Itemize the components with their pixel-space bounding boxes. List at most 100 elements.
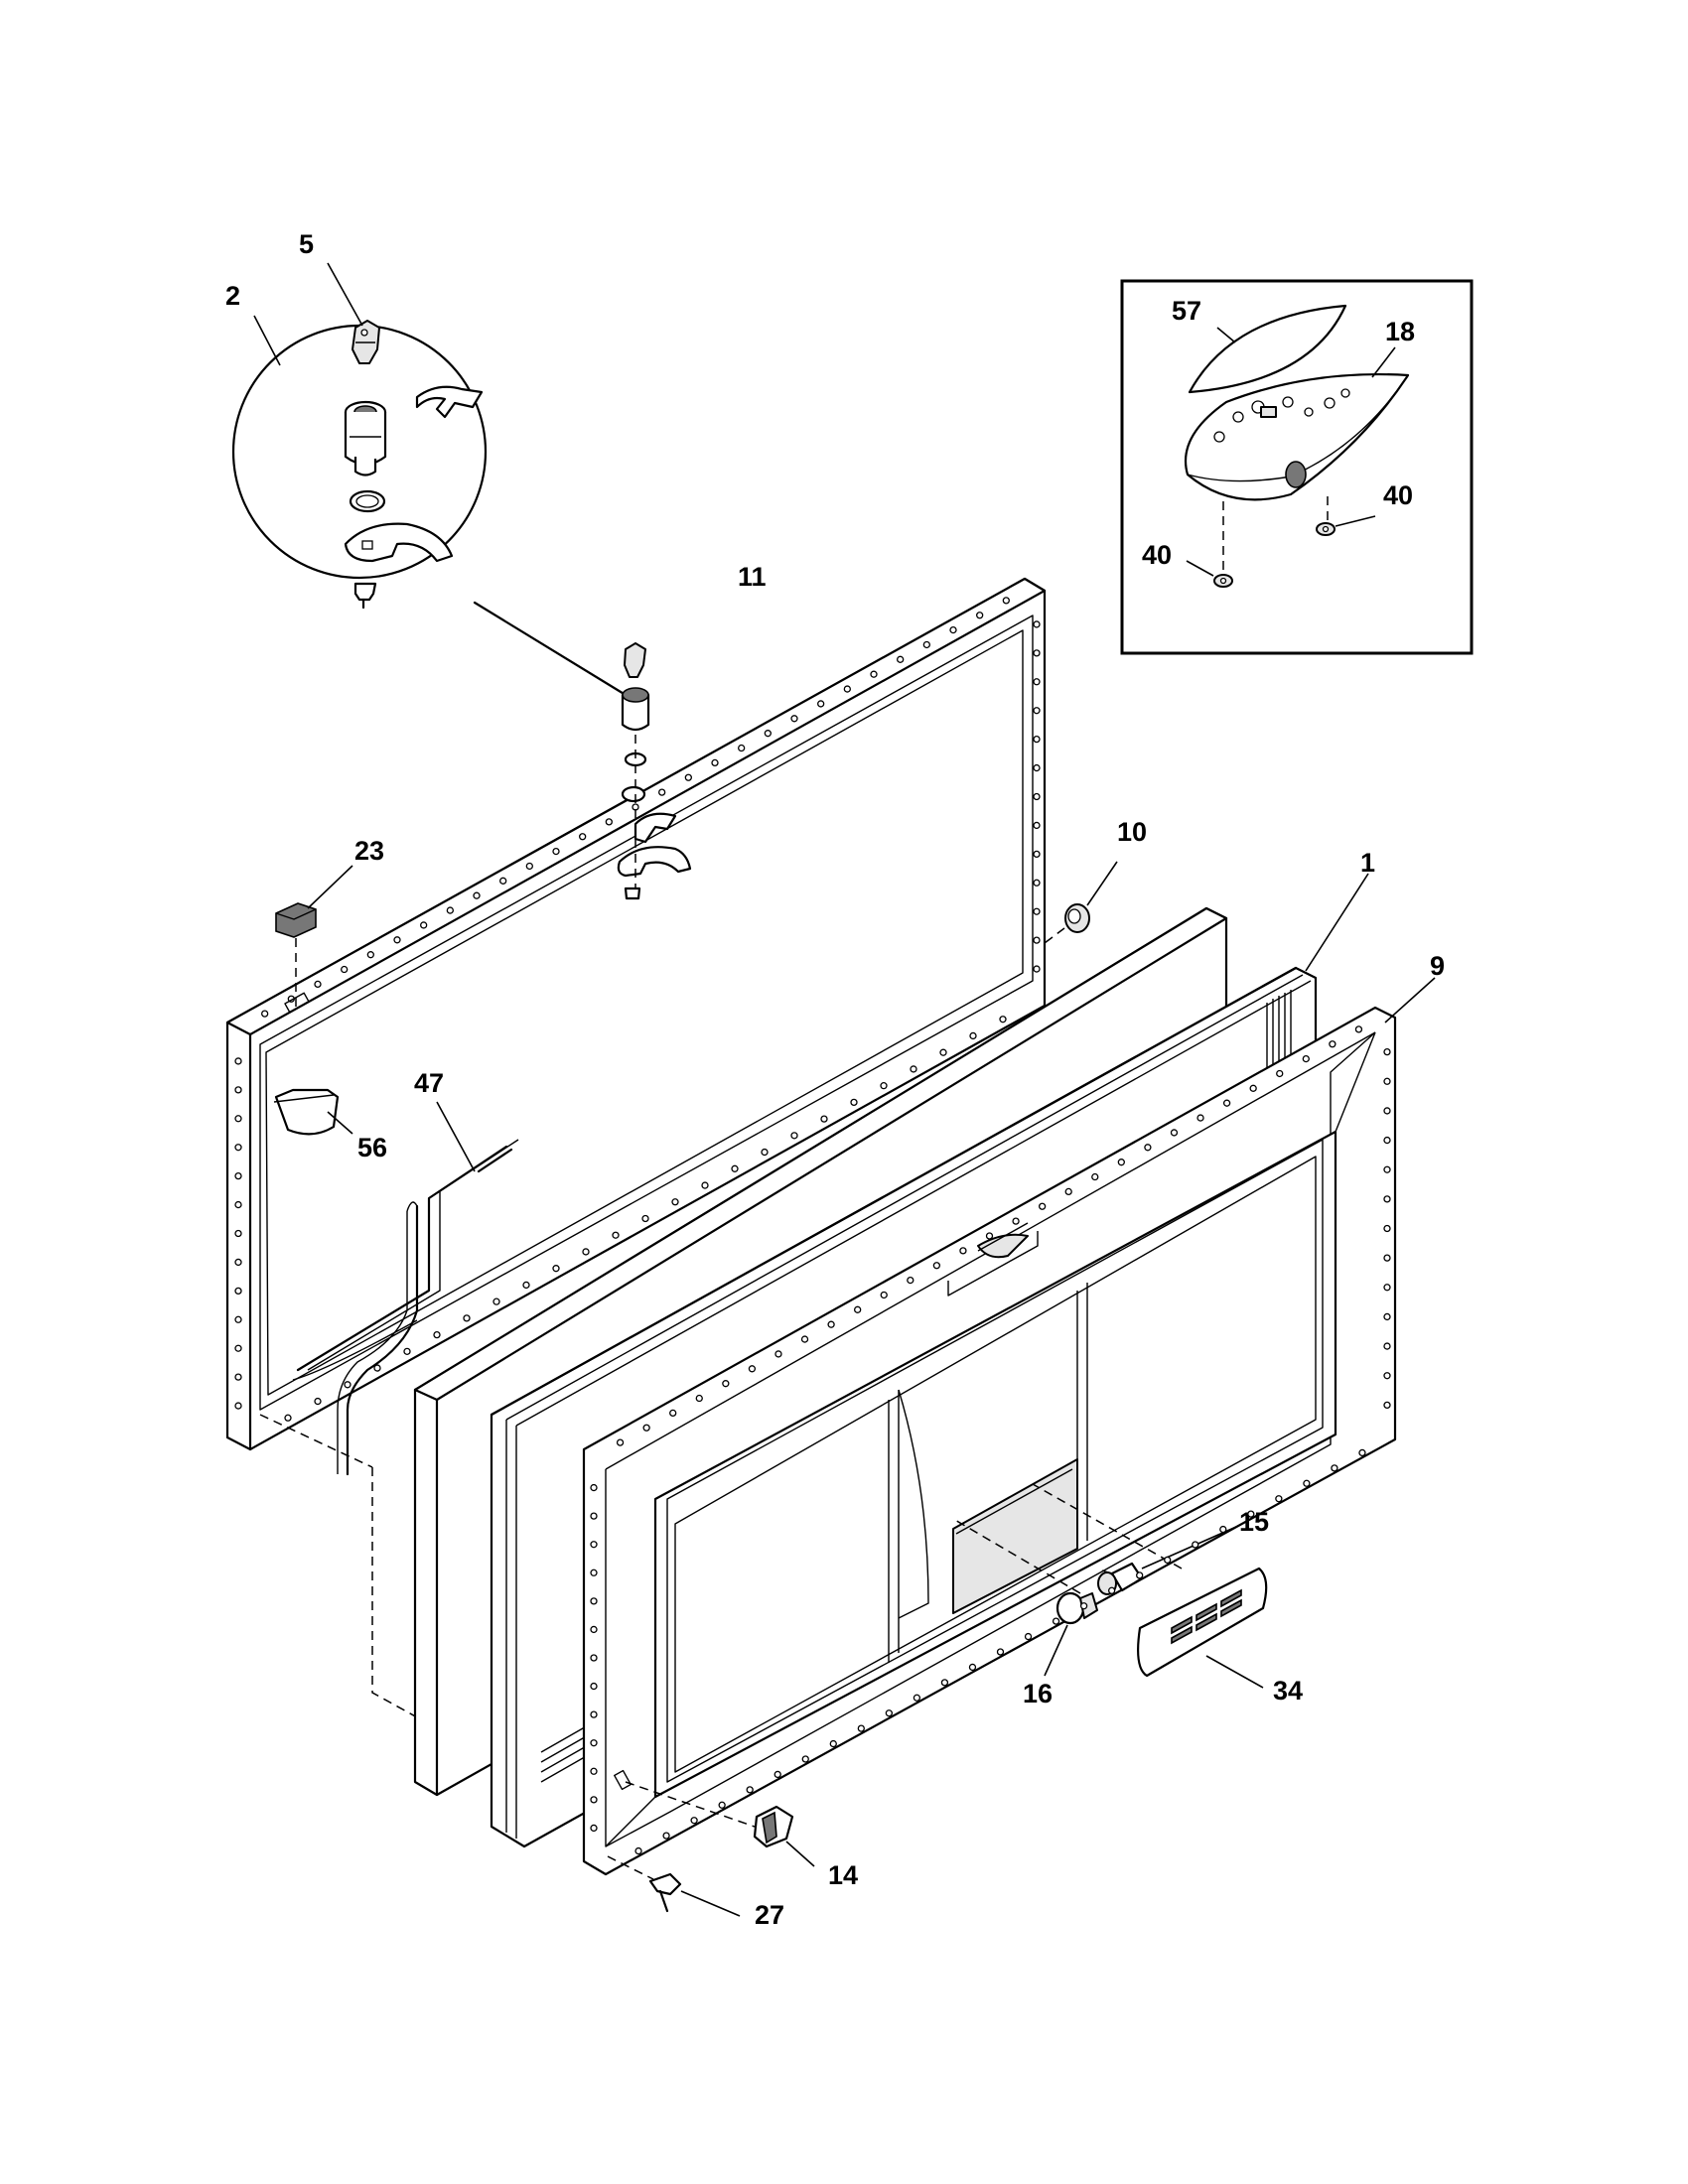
screw-hole	[1033, 821, 1041, 830]
heater-wire-part	[296, 1139, 519, 1476]
screw-hole	[949, 625, 957, 634]
screw-hole	[1033, 965, 1041, 973]
screw-hole	[701, 1181, 709, 1189]
screw-hole	[1038, 1202, 1047, 1210]
screw-hole	[446, 906, 454, 914]
screw-hole	[854, 1305, 862, 1313]
screw-hole	[403, 1347, 411, 1355]
screw-hole	[234, 1171, 242, 1180]
callout-11: 11	[738, 562, 767, 592]
screw-hole	[790, 1132, 798, 1140]
screw-hole	[473, 891, 481, 899]
screw-hole	[1331, 1464, 1338, 1472]
screw-hole	[1079, 1602, 1088, 1610]
screw-hole	[366, 951, 374, 959]
screw-hole	[1196, 1114, 1204, 1122]
screw-hole	[522, 1281, 530, 1290]
screw-hole	[801, 1755, 809, 1763]
screw-hole	[284, 1414, 292, 1422]
screw-hole	[829, 1739, 837, 1748]
screw-hole	[590, 1512, 598, 1520]
screw-hole	[1303, 1479, 1311, 1487]
switch-part	[753, 1805, 794, 1848]
screw-hole	[1302, 1054, 1310, 1063]
screw-hole	[373, 1364, 381, 1372]
light-cover-part	[1137, 1567, 1268, 1678]
screw-hole	[1276, 1069, 1284, 1078]
callout-27: 27	[755, 1900, 784, 1930]
callout-16: 16	[1023, 1679, 1053, 1708]
screw-hole	[1033, 735, 1041, 744]
screw-hole	[234, 1287, 242, 1296]
screw-hole	[910, 1065, 917, 1073]
screw-hole	[590, 1796, 598, 1804]
screw-hole	[590, 1569, 598, 1576]
screw-hole	[590, 1654, 598, 1662]
screw-hole	[1383, 1195, 1391, 1203]
latch-hook-part	[344, 522, 454, 563]
screw-hole	[932, 1262, 941, 1270]
screw-hole	[662, 1832, 670, 1840]
screw-hole	[552, 1265, 560, 1273]
callout-15: 15	[1239, 1507, 1269, 1537]
screw-hole	[1383, 1372, 1391, 1380]
screw-hole	[1219, 1525, 1227, 1534]
screw-hole	[234, 1373, 242, 1381]
screw-hole	[1033, 678, 1041, 686]
bumper-part	[1064, 903, 1090, 933]
screw-hole	[1329, 1040, 1336, 1048]
screw-hole	[590, 1483, 598, 1492]
screw-hole	[590, 1625, 598, 1634]
screw-hole	[314, 980, 322, 989]
screw-hole	[499, 877, 507, 885]
nut-part-right	[1316, 522, 1336, 536]
screw-hole	[738, 744, 746, 752]
screw-hole	[1358, 1448, 1366, 1457]
bin-part	[273, 1088, 340, 1136]
screw-hole	[234, 1144, 242, 1152]
screw-hole	[605, 818, 613, 826]
outer-door-panel	[582, 1006, 1397, 1876]
callout-34: 34	[1273, 1676, 1303, 1706]
screw-hole	[234, 1229, 242, 1238]
screw-hole	[525, 862, 533, 871]
screw-hole	[234, 1057, 242, 1065]
callout-14: 14	[828, 1860, 858, 1890]
screw-hole	[234, 1258, 242, 1267]
callout-1: 1	[1360, 848, 1375, 878]
screw-hole	[590, 1541, 598, 1549]
screw-hole	[1033, 907, 1041, 915]
screw-hole	[999, 1016, 1007, 1024]
screw-hole	[880, 1291, 888, 1299]
screw-hole	[234, 1402, 242, 1410]
screw-hole	[870, 670, 878, 678]
screw-hole	[1192, 1541, 1199, 1549]
screw-hole	[718, 1801, 726, 1809]
screw-hole	[913, 1694, 921, 1702]
lock-cylinder-part	[344, 400, 387, 477]
screw-hole	[1383, 1342, 1391, 1350]
callout-57: 57	[1172, 296, 1201, 326]
screw-hole	[314, 1397, 322, 1406]
screw-hole	[907, 1276, 914, 1285]
screw-hole	[1033, 707, 1041, 715]
screw-hole	[420, 921, 428, 929]
screw-hole	[234, 1344, 242, 1352]
screw-hole	[669, 1409, 677, 1418]
screw-hole	[880, 1082, 888, 1090]
lock-screw-part	[353, 582, 377, 602]
screw-hole	[1012, 1217, 1020, 1225]
screw-hole	[790, 715, 798, 723]
screw-hole	[843, 685, 851, 693]
callout-18: 18	[1385, 317, 1415, 346]
screw-hole	[463, 1314, 471, 1322]
screw-hole	[857, 1724, 865, 1732]
screw-hole	[800, 1335, 809, 1343]
screw-hole	[774, 1350, 782, 1358]
screw-hole	[1164, 1556, 1172, 1565]
screw-hole	[761, 1148, 769, 1157]
screw-hole	[234, 1200, 242, 1209]
callout-5: 5	[299, 229, 314, 259]
callout-10: 10	[1117, 817, 1147, 847]
screw-hole	[641, 1214, 649, 1223]
